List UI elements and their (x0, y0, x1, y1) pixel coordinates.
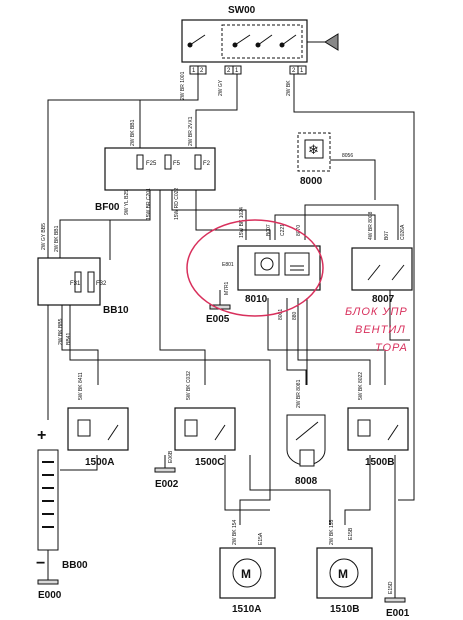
wire-label: 2W GY (218, 79, 224, 96)
svg-text:B007: B007 (266, 224, 272, 236)
sw00-contacts (187, 34, 297, 48)
svg-text:15W BR C201: 15W BR C201 (146, 188, 152, 220)
svg-text:880: 880 (292, 311, 298, 320)
c1510b-label: 1510B (330, 604, 359, 615)
fuse-icon (136, 154, 202, 170)
svg-text:2W GY BB5: 2W GY BB5 (41, 223, 47, 250)
c8007-switch (367, 264, 405, 281)
svg-text:1: 1 (235, 68, 239, 74)
c8007-box (351, 247, 413, 291)
c8007-label: 8007 (372, 294, 395, 305)
svg-text:E15D: E15D (388, 581, 394, 594)
motor-icon: M (338, 567, 348, 581)
temp-sensor-icon (286, 414, 326, 467)
svg-text:15W RD C022: 15W RD C022 (174, 188, 180, 220)
svg-text:5W BK C032: 5W BK C032 (186, 371, 192, 400)
svg-text:1: 1 (300, 68, 304, 74)
svg-text:4W BR 8008: 4W BR 8008 (368, 211, 374, 240)
svg-text:5W BK 8022: 5W BK 8022 (358, 372, 364, 400)
bf00-label: BF00 (95, 202, 120, 213)
ground-icon (154, 455, 176, 473)
ground-label: E001 (386, 608, 410, 619)
svg-text:E15A: E15A (258, 532, 264, 545)
annotation-line2: ВЕНТИЛ (355, 324, 406, 336)
svg-text:BB41: BB41 (66, 333, 72, 345)
svg-text:E15B: E15B (348, 527, 354, 540)
svg-text:F2: F2 (203, 161, 211, 167)
svg-text:8001: 8001 (278, 309, 284, 320)
annotation-circle (186, 219, 324, 317)
svg-text:2: 2 (200, 68, 204, 74)
svg-text:2W BR 2VX1: 2W BR 2VX1 (188, 116, 194, 146)
svg-text:2: 2 (292, 68, 296, 74)
sw00-label: SW00 (228, 5, 256, 16)
bb00-label: BB00 (62, 560, 88, 571)
svg-text:15W BK 1024: 15W BK 1024 (239, 207, 245, 238)
c8000-box (297, 132, 331, 172)
bb10-label: BB10 (103, 305, 129, 316)
c1510a-label: 1510A (232, 604, 261, 615)
key-icon (307, 33, 339, 51)
svg-text:E801: E801 (222, 262, 234, 268)
c8010-label: 8010 (245, 294, 268, 305)
c8008-label: 8008 (295, 476, 318, 487)
svg-text:2W BK 155: 2W BK 155 (329, 519, 335, 545)
svg-text:F25: F25 (146, 161, 157, 167)
battery-minus-sign: − (36, 555, 45, 572)
svg-text:B07: B07 (384, 231, 390, 240)
ground-label: E000 (38, 590, 62, 601)
fuse-icon (87, 271, 95, 293)
svg-text:2W BK BB1: 2W BK BB1 (130, 119, 136, 146)
sw00-inner (221, 24, 303, 59)
motor-icon: M (241, 567, 251, 581)
c1500a-label: 1500A (85, 457, 114, 468)
svg-text:2W BK BB1: 2W BK BB1 (54, 225, 60, 252)
svg-text:M7R1: M7R1 (224, 281, 230, 295)
wire-label: 2W BK (286, 80, 292, 96)
sw00-box (181, 19, 308, 63)
motor-1510b (316, 547, 373, 599)
svg-text:F5: F5 (173, 161, 181, 167)
ground-label: E002 (155, 479, 179, 490)
svg-text:8056: 8056 (342, 153, 353, 159)
svg-text:2W BK 154: 2W BK 154 (232, 519, 238, 545)
ground-icon (37, 550, 59, 585)
svg-text:5W BK 8411: 5W BK 8411 (78, 372, 84, 400)
motor-1510a (219, 547, 276, 599)
relay-1500b (347, 407, 409, 451)
svg-text:9W YL B25: 9W YL B25 (124, 190, 130, 215)
c8000-label: 8000 (300, 176, 323, 187)
svg-text:8070: 8070 (296, 225, 302, 236)
ground-icon (384, 590, 406, 603)
battery-plus-sign: + (37, 427, 46, 444)
relay-1500c (174, 407, 236, 451)
wires (47, 74, 415, 590)
snowflake-icon: ❄ (304, 139, 324, 159)
annotation-line3: ТОРА (375, 342, 408, 354)
svg-text:F31: F31 (70, 281, 81, 287)
svg-text:C026A: C026A (400, 224, 406, 240)
c1500c-label: 1500C (195, 457, 224, 468)
svg-text:❄: ❄ (308, 142, 319, 157)
svg-text:E06B: E06B (168, 450, 174, 463)
ground-label: E005 (206, 314, 230, 325)
svg-text:2W BK BB5: 2W BK BB5 (58, 318, 64, 345)
svg-text:1: 1 (192, 68, 196, 74)
battery-icon (37, 449, 59, 551)
svg-text:2: 2 (227, 68, 231, 74)
wire-label: 2W BR 1001 (180, 71, 186, 100)
annotation-line1: БЛОК УПР (345, 306, 408, 318)
c1500b-label: 1500B (365, 457, 394, 468)
svg-text:C221: C221 (280, 224, 286, 236)
svg-text:2W BR 8081: 2W BR 8081 (296, 379, 302, 408)
svg-text:F32: F32 (96, 281, 107, 287)
fuse-icon (74, 271, 82, 293)
relay-1500a (67, 407, 129, 451)
fan-control-icon (254, 252, 310, 276)
